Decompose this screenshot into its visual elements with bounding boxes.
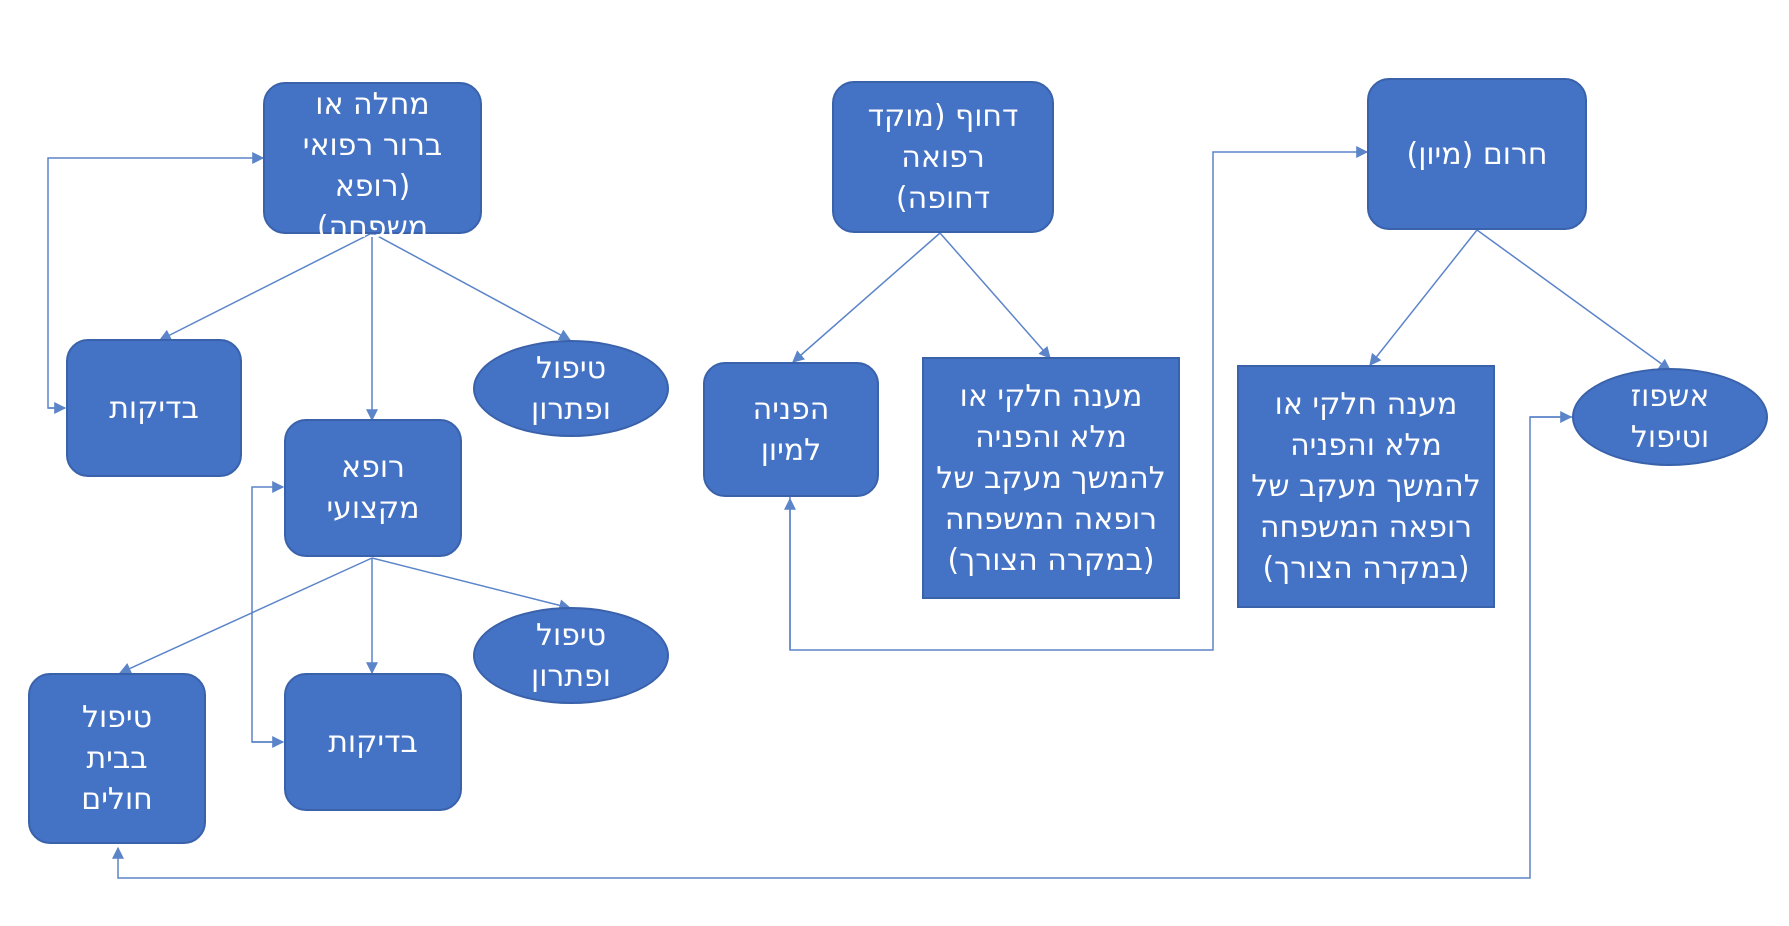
node-specialist: רופא מקצועי <box>284 419 462 557</box>
node-treatment-solution-2: טיפול ופתרון <box>473 607 669 704</box>
connector-family-doctor-to-treatment <box>371 232 572 341</box>
node-hospitalization: אשפוז וטיפול <box>1572 368 1768 466</box>
node-hospital-treatment: טיפול בבית חולים <box>28 673 206 844</box>
node-treatment-solution-1: טיפול ופתרון <box>473 340 669 437</box>
node-emergency-triage: חרום (מיון) <box>1367 78 1587 230</box>
node-family-doctor: מחלה או ברור רפואי (רופא משפחה) <box>263 82 482 245</box>
connector-emergency-to-partial-answer <box>1369 229 1478 366</box>
node-partial-answer-2: מענה חלקי או מלא והפניה להמשך מעקב של רו… <box>1237 365 1495 608</box>
connector-urgent-to-referral <box>792 232 941 363</box>
connector-family-doctor-to-tests <box>158 232 373 341</box>
node-referral-to-triage: הפניה למיון <box>703 362 879 497</box>
node-tests-1: בדיקות <box>66 339 242 477</box>
connector-urgent-to-partial-answer <box>939 232 1051 359</box>
node-tests-2: בדיקות <box>284 673 462 811</box>
connector-specialist-to-treatment <box>371 557 572 612</box>
connector-tests-specialist-loop <box>251 481 285 743</box>
connector-specialist-to-hospital <box>118 557 373 674</box>
node-partial-answer-1: מענה חלקי או מלא והפניה להמשך מעקב של רו… <box>922 357 1180 599</box>
connector-emergency-to-hospitalization <box>1476 229 1671 371</box>
node-urgent-care: דחוף (מוקד רפואה דחופה) <box>832 81 1054 233</box>
